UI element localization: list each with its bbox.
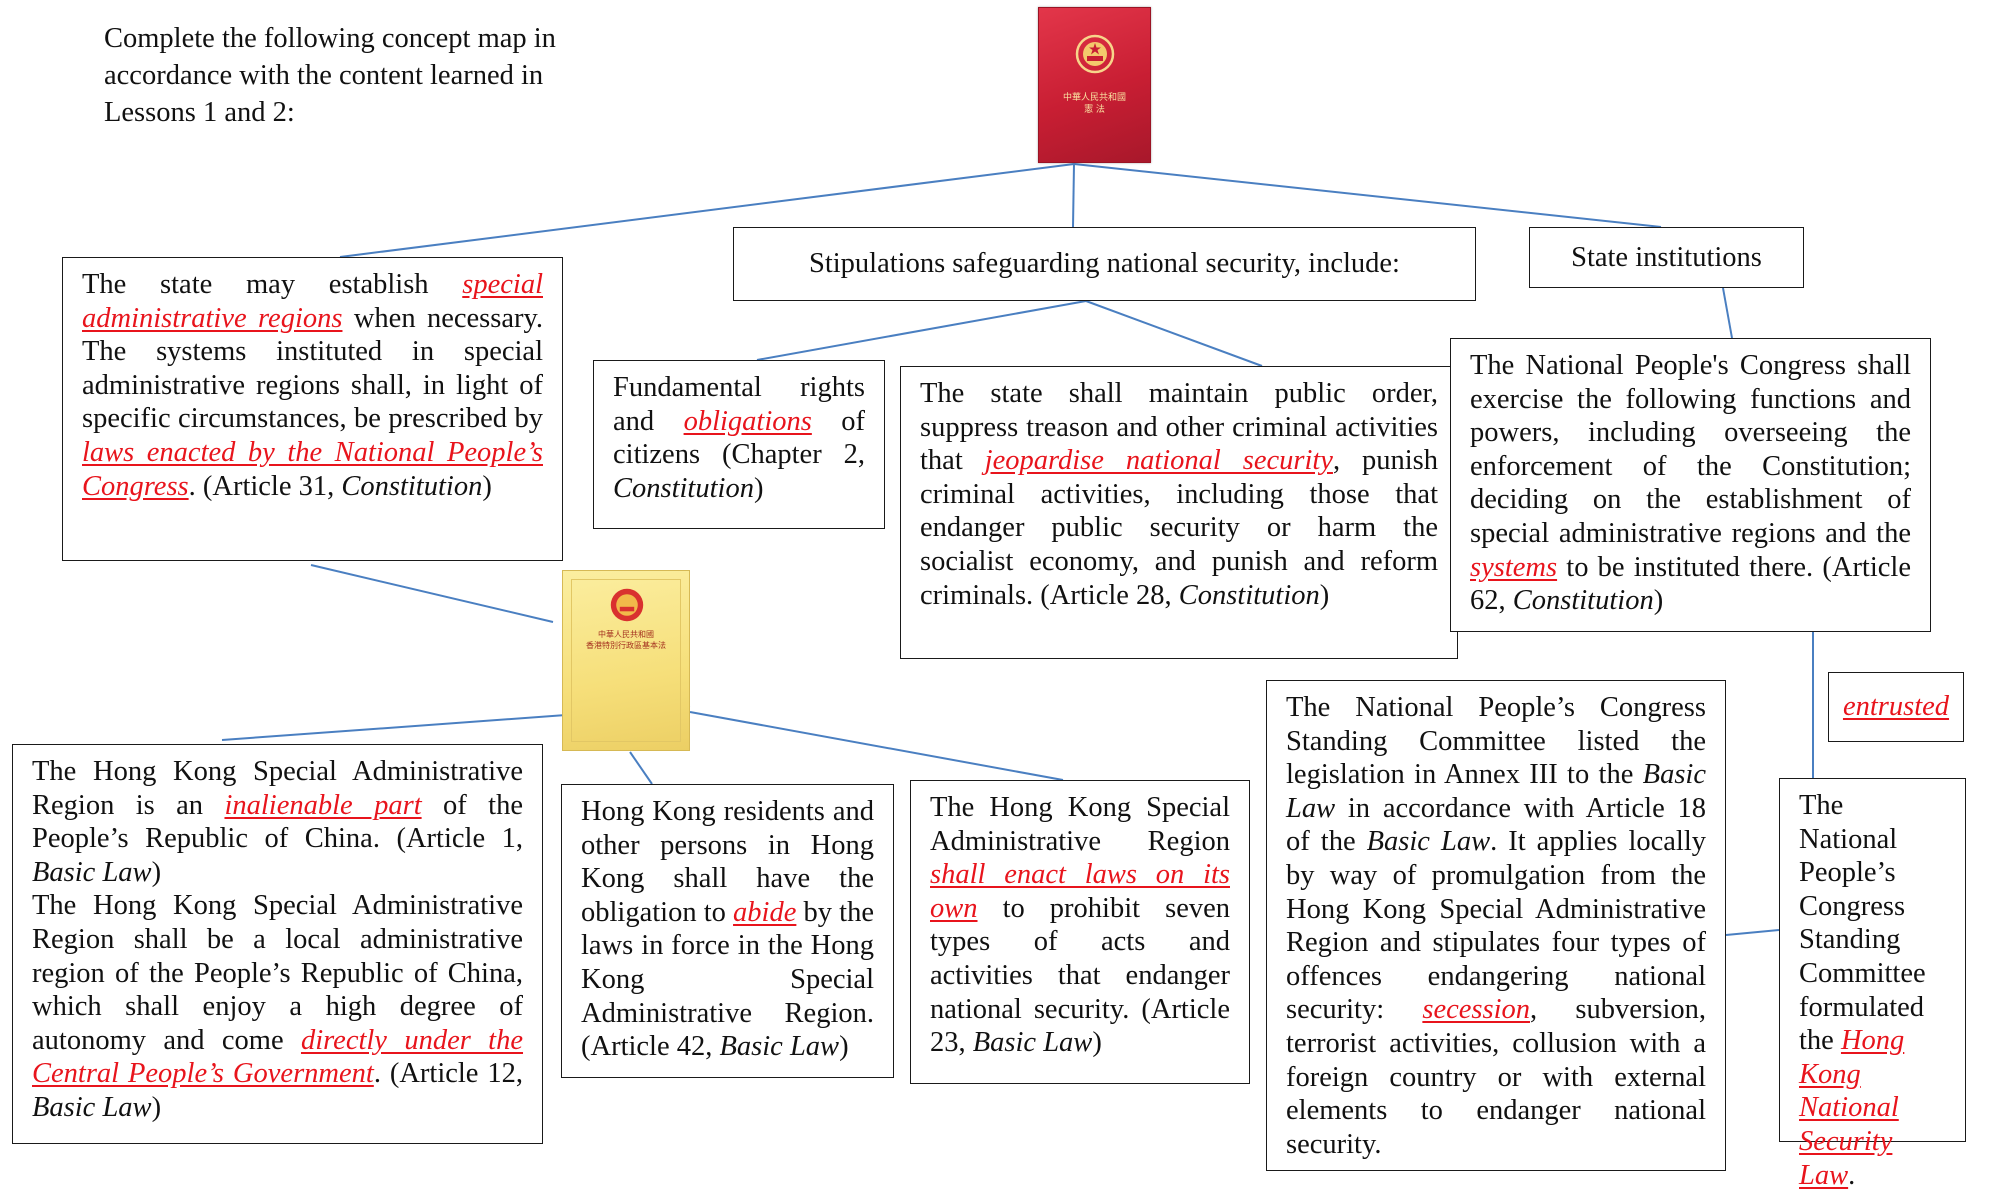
connector-line <box>756 300 1087 361</box>
text: ) <box>482 470 492 502</box>
text: The state shall maintain public order, s… <box>920 378 1438 477</box>
connector-line <box>310 564 554 623</box>
text: , punish criminal activities, including … <box>920 445 1438 611</box>
text: to be instituted there. (Article 62, <box>1470 551 1911 617</box>
national-emblem-icon <box>610 588 644 622</box>
fundamental-rights-box: Fundamental rights and obligations of ci… <box>593 360 885 529</box>
text: The Hong Kong Special Administrative Reg… <box>32 756 523 821</box>
hk-enact-laws-box: The Hong Kong Special Administrative Reg… <box>910 780 1250 1084</box>
hk-inalienable-part-box: The Hong Kong Special Administrative Reg… <box>12 744 543 1144</box>
text: ) <box>1653 585 1664 617</box>
connector-line <box>339 163 1075 258</box>
answer-obligations: obligations <box>683 405 812 437</box>
instruction-text: Complete the following concept map in ac… <box>104 20 624 131</box>
source-citation: Basic Law <box>719 1031 840 1063</box>
connector-line <box>1072 163 1075 228</box>
state-institutions-header: State institutions <box>1529 227 1804 288</box>
answer-hk-national-security-law: Hong Kong National Security Law <box>1799 1025 1905 1191</box>
text: ) <box>151 1091 162 1123</box>
text: The National People’s Congress Standing … <box>1286 692 1706 791</box>
text: The Hong Kong Special Administrative Reg… <box>930 792 1230 857</box>
answer-jeopardise-national-security: jeopardise national security <box>984 445 1333 477</box>
text: by the laws in force in the Hong Kong Sp… <box>581 896 874 1063</box>
book-title-line: 中華人民共和國 <box>1062 93 1126 103</box>
entrusted-box: entrusted <box>1828 672 1964 742</box>
book-title-line: 香港特別行政區基本法 <box>586 641 666 650</box>
book-title-line: 憲 法 <box>1084 105 1105 115</box>
text: of the People’s Republic of China. (Arti… <box>32 789 523 855</box>
text: Hong Kong residents and other persons in… <box>581 796 874 928</box>
text: ) <box>1092 1027 1102 1059</box>
basic-law-book-image: 中華人民共和國 香港特別行政區基本法 <box>562 570 690 751</box>
answer-laws-enacted-by-npc: laws enacted by the National People’s Co… <box>82 436 543 502</box>
text: . (Article 12, <box>373 1058 523 1090</box>
connector-line <box>689 711 1064 781</box>
text: of citizens (Chapter 2, <box>613 405 865 471</box>
security-stipulations-header: Stipulations safeguarding national secur… <box>733 227 1476 301</box>
connector-line <box>1725 929 1780 936</box>
answer-entrusted: entrusted <box>1842 691 1950 723</box>
answer-secession: secession <box>1422 994 1531 1026</box>
text: . It applies locally by way of promulgat… <box>1286 826 1706 1026</box>
text: . (Article 31, <box>188 470 342 502</box>
answer-inalienable-part: inalienable part <box>224 789 422 821</box>
npcsc-annex-box: The National People’s Congress Standing … <box>1266 680 1726 1171</box>
header-text: State institutions <box>1571 241 1762 273</box>
constitution-book-image: 中華人民共和國 憲 法 <box>1038 7 1151 163</box>
text: , subversion, terrorist activities, coll… <box>1286 994 1706 1160</box>
text: ) <box>151 856 162 888</box>
source-citation: Constitution <box>1178 579 1320 611</box>
instruction-line: accordance with the content learned in <box>104 60 544 91</box>
answer-directly-under-cpg: directly under the Central People’s Gove… <box>32 1024 524 1090</box>
source-citation: Basic Law <box>1366 826 1491 858</box>
text: The National People’s Congress Standing … <box>1799 790 1926 1057</box>
connector-line <box>1722 287 1733 339</box>
answer-special-administrative-regions: special administrative regions <box>82 269 543 334</box>
hk-residents-box: Hong Kong residents and other persons in… <box>561 784 894 1078</box>
text: The Hong Kong Special Administrative Reg… <box>32 890 523 1056</box>
connector-line <box>1073 163 1662 228</box>
text: Fundamental rights and <box>613 372 865 437</box>
source-citation: Constitution <box>613 472 754 504</box>
connector-line <box>629 751 653 785</box>
national-emblem-icon <box>1075 34 1115 74</box>
answer-shall-enact-laws-on-its-own: shall enact laws on its own <box>930 859 1230 924</box>
header-text: Stipulations safeguarding national secur… <box>809 248 1400 280</box>
text: in accordance with Article 18 of the <box>1286 792 1706 858</box>
public-order-box: The state shall maintain public order, s… <box>900 366 1458 659</box>
source-citation: Basic Law <box>32 856 152 888</box>
text: The National People's Congress shall exe… <box>1470 350 1911 549</box>
book-title-line: 中華人民共和國 <box>598 630 654 639</box>
source-citation: Basic Law <box>1286 759 1706 824</box>
text: when necessary. The systems instituted i… <box>82 302 543 435</box>
text: ) <box>1319 579 1330 611</box>
connector-line <box>1085 300 1263 367</box>
instruction-line: Lessons 1 and 2: <box>104 97 295 128</box>
text: ) <box>753 472 764 504</box>
sar-establishment-box: The state may establish special administ… <box>62 257 563 561</box>
answer-systems: systems <box>1470 551 1558 583</box>
npc-functions-box: The National People's Congress shall exe… <box>1450 338 1931 632</box>
source-citation: Constitution <box>1512 585 1654 617</box>
source-citation: Basic Law <box>32 1091 152 1123</box>
text: to prohibit seven types of acts and acti… <box>930 892 1230 1059</box>
source-citation: Basic Law <box>972 1027 1093 1059</box>
npcsc-formulated-box: The National People’s Congress Standing … <box>1779 778 1966 1191</box>
instruction-line: Complete the following concept map in <box>104 23 556 54</box>
text: The state may establish <box>82 269 463 300</box>
source-citation: Constitution <box>341 470 483 502</box>
text: ) <box>839 1031 849 1063</box>
answer-abide: abide <box>733 896 797 928</box>
